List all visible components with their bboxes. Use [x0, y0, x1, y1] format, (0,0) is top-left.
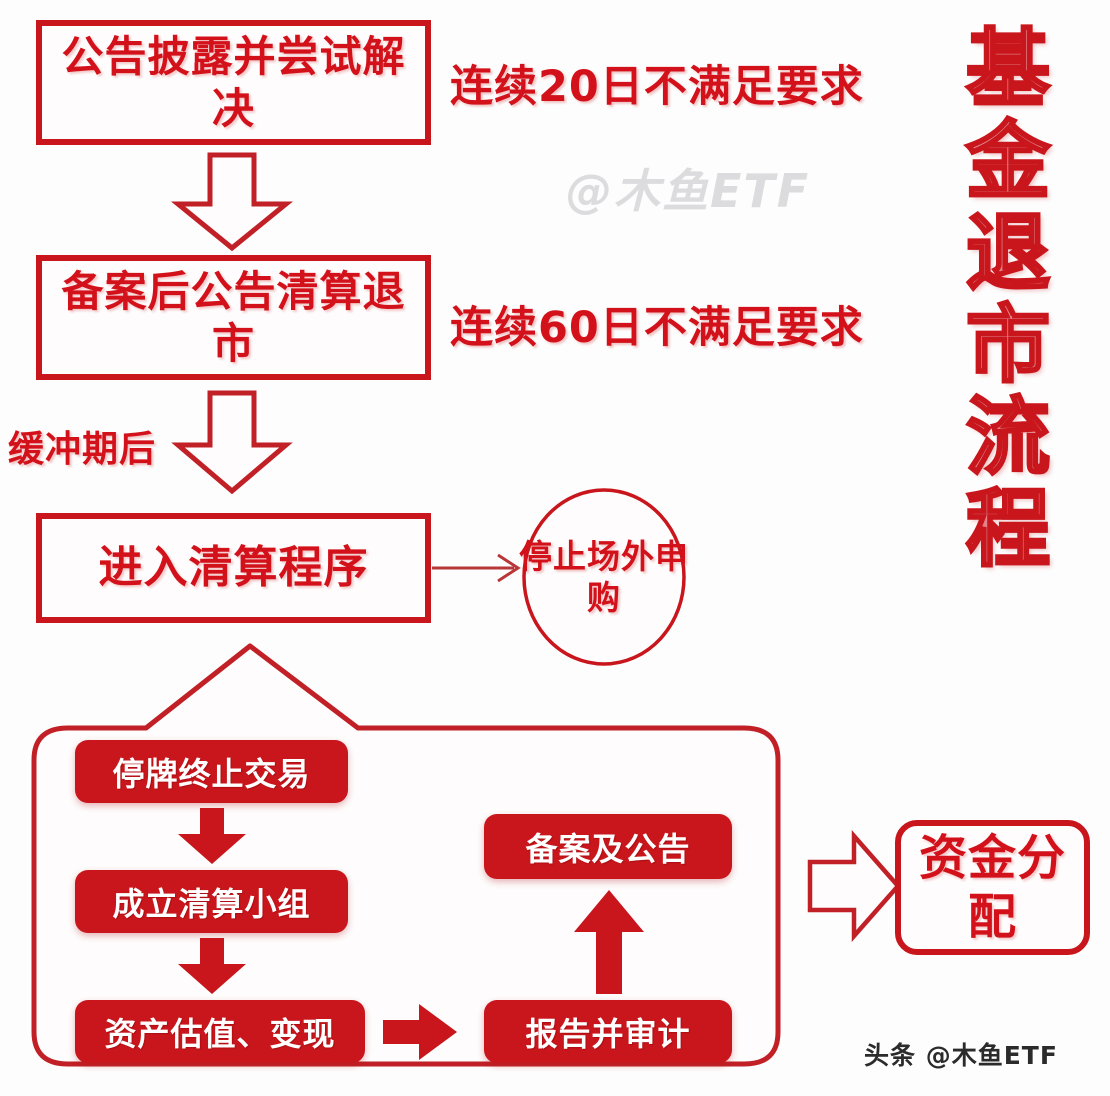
- watermark-top: @木鱼ETF: [566, 164, 811, 218]
- node-report-audit-label: 报告并审计: [525, 1014, 691, 1053]
- hollow-down-arrow-2: [166, 390, 298, 495]
- node-valuation[interactable]: 资产估值、变现: [75, 1000, 365, 1063]
- flow-step-3-box[interactable]: 进入清算程序: [36, 513, 431, 623]
- buffer-period-note: 缓冲期后: [8, 429, 157, 470]
- condition-60-day-label: 连续60日不满足要求: [450, 303, 864, 353]
- node-file-announce[interactable]: 备案及公告: [484, 814, 732, 879]
- hollow-down-arrow-1: [166, 152, 298, 252]
- flow-step-1-label: 公告披露并尝试解决: [61, 32, 406, 133]
- node-suspend-trading-label: 停牌终止交易: [112, 754, 311, 793]
- solid-right-arrow: [383, 1002, 461, 1062]
- flow-step-3-label: 进入清算程序: [98, 542, 369, 594]
- solid-up-arrow: [570, 890, 648, 996]
- stop-otc-ellipse[interactable]: 停止场外申购: [518, 487, 690, 667]
- credit-text: 头条 @木鱼ETF: [864, 1041, 1058, 1070]
- node-suspend-trading[interactable]: 停牌终止交易: [75, 740, 348, 803]
- node-fund-distribution-label: 资金分配: [918, 829, 1066, 945]
- flow-step-1-box[interactable]: 公告披露并尝试解决: [36, 20, 431, 145]
- page-title-vertical: 基金退市流程: [951, 23, 1052, 578]
- flow-step-2-box[interactable]: 备案后公告清算退市: [36, 255, 431, 380]
- node-valuation-label: 资产估值、变现: [104, 1014, 336, 1053]
- solid-down-arrow-2: [172, 938, 252, 996]
- hollow-right-arrow: [806, 830, 902, 942]
- thin-arrow-to-ellipse: [432, 548, 528, 588]
- solid-down-arrow-1: [172, 808, 252, 866]
- node-fund-distribution[interactable]: 资金分配: [895, 820, 1090, 955]
- stop-otc-label: 停止场外申购: [519, 536, 689, 617]
- condition-20-day-label: 连续20日不满足要求: [450, 62, 864, 112]
- flow-step-2-label: 备案后公告清算退市: [61, 267, 406, 368]
- node-form-team-label: 成立清算小组: [112, 884, 311, 923]
- node-report-audit[interactable]: 报告并审计: [484, 1000, 732, 1063]
- node-file-announce-label: 备案及公告: [525, 829, 691, 868]
- node-form-team[interactable]: 成立清算小组: [75, 870, 348, 933]
